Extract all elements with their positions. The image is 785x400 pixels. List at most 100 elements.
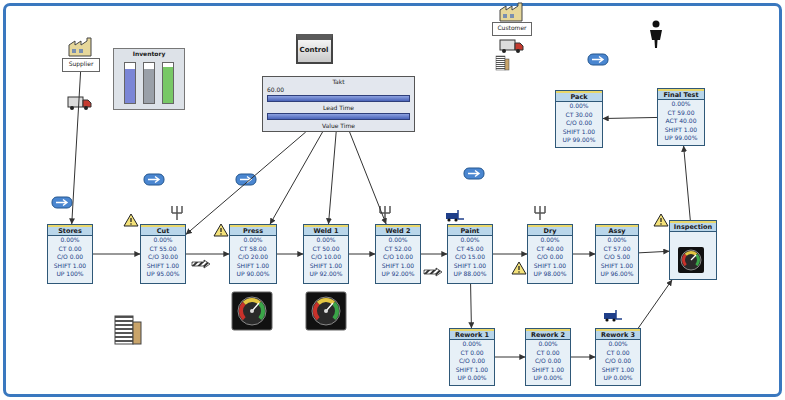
warning-triangle xyxy=(214,224,228,236)
flow-arrow xyxy=(277,254,303,255)
node-title: Stores xyxy=(48,225,92,236)
metric-value: 0.00% xyxy=(153,236,172,245)
flow-arrow xyxy=(350,132,386,224)
inventory-stack xyxy=(115,316,141,344)
truck-icon xyxy=(500,40,523,53)
push-icon xyxy=(588,54,608,65)
operator-icon xyxy=(650,21,662,49)
node-title: Takt xyxy=(332,78,344,86)
metric-value: SHIFT 1.00 xyxy=(456,366,488,375)
node-title: Rework 1 xyxy=(450,329,494,340)
mover-icon xyxy=(446,210,464,222)
node-title: Weld 1 xyxy=(304,225,348,236)
metric-value: UP 98.00% xyxy=(534,270,567,279)
metric-value: SHIFT 1.00 xyxy=(147,262,179,271)
flow-arrow xyxy=(571,357,595,358)
metric-value: SHIFT 1.00 xyxy=(532,366,564,375)
process-box: Paint0.00%CT 45.00C/O 15.00SHIFT 1.00UP … xyxy=(447,224,493,284)
process-box: Assy0.00%CT 57.00C/O 5.00SHIFT 1.00UP 96… xyxy=(595,224,639,284)
inventory-stack xyxy=(496,56,509,70)
metric-value: 0.00% xyxy=(538,340,557,349)
metric-value: UP 92.00% xyxy=(310,270,343,279)
metric-value: 0.00% xyxy=(60,236,79,245)
push-icon xyxy=(144,174,164,185)
node-title: Press xyxy=(230,225,276,236)
flow-arrow xyxy=(186,254,229,255)
flow-arrow xyxy=(470,284,472,328)
flow-arrow xyxy=(93,254,140,255)
node-title: Paint xyxy=(448,225,492,236)
metric-value: UP 95.00% xyxy=(147,270,180,279)
metric-value: UP 90.00% xyxy=(237,270,270,279)
metric-value: CT 55.00 xyxy=(150,245,177,254)
push-arrow xyxy=(192,260,210,268)
metric-value: CT 50.00 xyxy=(313,245,340,254)
metric-value: Value Time xyxy=(322,122,355,130)
process-box: Dry0.00%CT 40.00C/O 0.00SHIFT 1.00UP 98.… xyxy=(527,224,573,284)
metric-value: CT 57.00 xyxy=(604,245,631,254)
node-title: Cut xyxy=(141,225,185,236)
metric-value: CT 45.00 xyxy=(457,245,484,254)
supplier-icon xyxy=(69,38,91,56)
signal-post xyxy=(535,206,545,220)
flow-arrow xyxy=(684,146,691,220)
flow-arrow xyxy=(639,251,669,253)
gauge-dial xyxy=(306,292,346,330)
metrics-panel: Takt60.00Lead TimeValue Time xyxy=(262,76,415,132)
metric-value: 0.00% xyxy=(671,100,690,109)
metric-value: 0.00% xyxy=(388,236,407,245)
metric-value: SHIFT 1.00 xyxy=(54,262,86,271)
flow-arrow xyxy=(270,132,322,224)
process-box: Pack0.00%CT 30.00C/O 0.00SHIFT 1.00UP 99… xyxy=(555,90,603,148)
metric-value: UP 99.00% xyxy=(665,134,698,143)
metric-value: CT 59.00 xyxy=(668,109,695,118)
metric-value: CT 58.00 xyxy=(240,245,267,254)
metric-value: SHIFT 1.00 xyxy=(534,262,566,271)
metric-value: SHIFT 1.00 xyxy=(665,126,697,135)
push-arrow xyxy=(424,268,442,276)
metric-value: 0.00% xyxy=(460,236,479,245)
metric-value: UP 96.00% xyxy=(601,270,634,279)
gauge-dial xyxy=(232,292,272,330)
metric-value: SHIFT 1.00 xyxy=(602,366,634,375)
metric-value: CT 0.00 xyxy=(460,349,483,358)
node-title: Inventory xyxy=(133,49,166,58)
mover-icon xyxy=(604,310,622,322)
node-title: Rework 2 xyxy=(526,329,570,340)
metric-value: 0.00% xyxy=(540,236,559,245)
process-box: Rework 20.00%CT 0.00C/O 0.00SHIFT 1.00UP… xyxy=(525,328,571,386)
push-icon xyxy=(52,197,72,208)
metric-value: 0.00% xyxy=(569,102,588,111)
node-title: Rework 3 xyxy=(596,329,640,340)
metric-value: UP 0.00% xyxy=(534,374,563,383)
metric-value: C/O 30.00 xyxy=(148,253,178,262)
metric-value: C/O 0.00 xyxy=(57,253,83,262)
flow-arrow xyxy=(421,254,447,255)
site-label: Customer xyxy=(492,22,532,36)
node-title: Final Test xyxy=(658,89,704,100)
metric-value: C/O 15.00 xyxy=(455,253,485,262)
process-box: Press0.00%CT 58.00C/O 20.00SHIFT 1.00UP … xyxy=(229,224,277,284)
process-box: Weld 20.00%CT 52.00C/O 10.00SHIFT 1.00UP… xyxy=(375,224,421,284)
node-title: Dry xyxy=(528,225,572,236)
metric-value: CT 0.00 xyxy=(58,245,81,254)
metric-value: C/O 0.00 xyxy=(605,357,631,366)
metric-value: C/O 5.00 xyxy=(604,253,630,262)
metric-value: UP 0.00% xyxy=(604,374,633,383)
flow-arrow xyxy=(603,117,657,118)
metric-value: C/O 10.00 xyxy=(311,253,341,262)
metric-value: C/O 0.00 xyxy=(535,357,561,366)
metric-value: SHIFT 1.00 xyxy=(601,262,633,271)
site-label: Supplier xyxy=(62,58,100,72)
metric-value: 60.00 xyxy=(267,86,284,94)
metric-value: C/O 0.00 xyxy=(566,119,592,128)
process-box: Weld 10.00%CT 50.00C/O 10.00SHIFT 1.00UP… xyxy=(303,224,349,284)
metric-value: UP 100% xyxy=(56,270,83,279)
inventory-bar xyxy=(124,62,136,104)
node-title: Control xyxy=(300,46,329,55)
metric-value: 0.00% xyxy=(608,340,627,349)
inventory-bars xyxy=(124,62,174,104)
push-icon xyxy=(464,168,484,179)
inventory-bar xyxy=(143,62,155,104)
